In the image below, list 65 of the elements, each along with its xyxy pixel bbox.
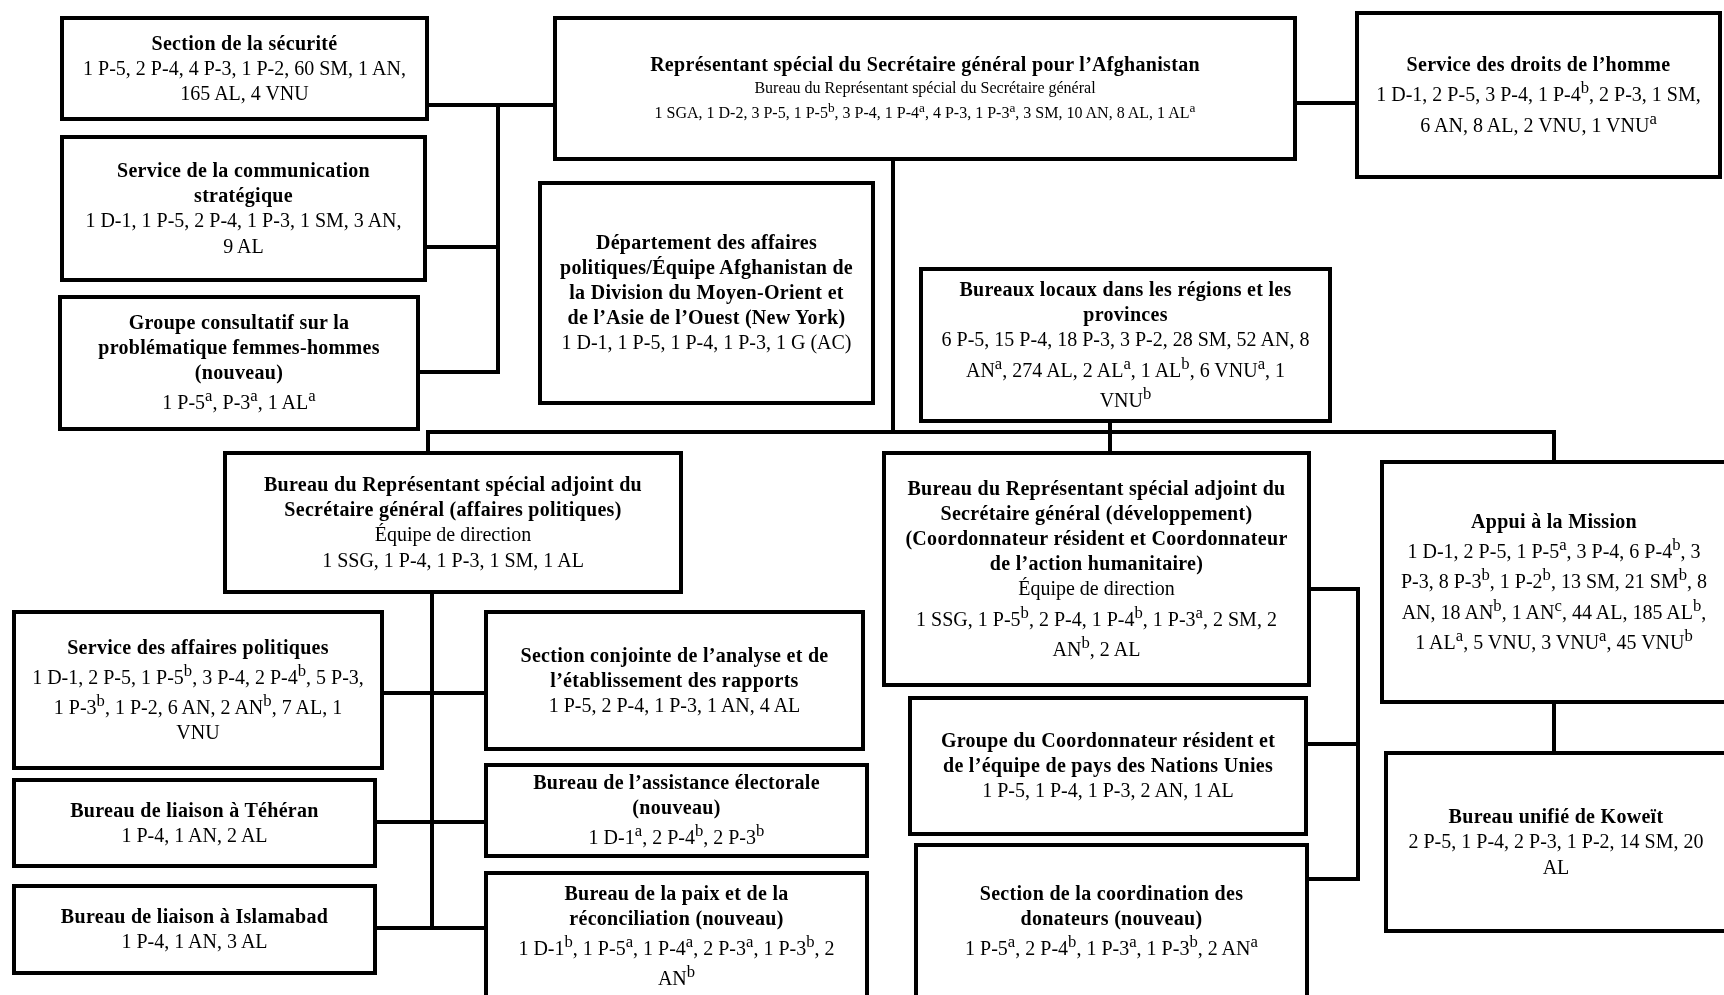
staff-list: 1 SSG, 1 P-5$^{b}$, 2 P-4, 1 P-4$^{b}$, 1 P-3$^{a}$, 2 SM, 2 AN$^{b}$, 2 AL [902, 601, 1291, 662]
unit-title: Bureaux locaux dans les régions et les provinces [958, 277, 1293, 328]
unit-title: Service des affaires politiques [67, 634, 329, 660]
org-unit-box [553, 16, 1297, 161]
connector-line [420, 103, 553, 374]
staff-list: 6 P-5, 15 P-4, 18 P-3, 3 P-2, 28 SM, 52 AN, 8 AN$^{a}$, 274 AL, 2 AL$^{a}$, 1 AL$^{b}$, 6 VNU$^{a}$, 1 VNU$^{b}$ [939, 327, 1312, 413]
staff-list: 1 D-1, 2 P-5, 1 P-5$^{a}$, 3 P-4, 6 P-4$^{b}$, 3 P-3, 8 P-3$^{b}$, 1 P-2$^{b}$, 13 SM, 21 SM$^{b}$, 8 AN, 18 AN$^{b}$, 1 AN$^{c}$, 44 AL, 185 AL$^{b}$, 1 AL$^{a}$, 5 VNU, 3 VNU$^{a}$, 45 VNU$^{b}$ [1400, 534, 1708, 655]
unit-title: Section conjointe de l’analyse et de l’établissement des rapports [519, 642, 830, 693]
org-unit-box [1355, 11, 1722, 179]
unit-title: Bureau du Représentant spécial adjoint du Secrétaire général (affaires politiques) [262, 472, 644, 523]
connector-line [430, 594, 484, 930]
staff-list: 1 SGA, 1 D-2, 3 P-5, 1 P-5$^{b}$, 3 P-4, 1 P-4$^{a}$, 4 P-3, 1 P-3$^{a}$, 3 SM, 10 AN, 8 AL, 1 AL$^{a}$ [654, 99, 1196, 126]
unit-title: Appui à la Mission [1471, 509, 1637, 535]
staff-list: 1 P-5, 2 P-4, 4 P-3, 1 P-2, 60 SM, 1 AN, 165 AL, 4 VNU [80, 55, 409, 107]
org-unit-box [223, 451, 683, 594]
office-subtitle: Bureau du Représentant spécial du Secrétaire général [754, 77, 1096, 99]
org-unit-box [919, 267, 1332, 423]
unit-title: Groupe du Coordonnateur résident et de l’équipe de pays des Nations Unies [939, 728, 1277, 779]
unit-title: Bureau de la paix et de la réconciliation (nouveau) [563, 880, 790, 931]
org-unit-box [12, 778, 377, 868]
staff-list: 1 D-1$^{a}$, 2 P-4$^{b}$, 2 P-3$^{b}$ [588, 820, 765, 851]
staff-list: 1 D-1$^{b}$, 1 P-5$^{a}$, 1 P-4$^{a}$, 2 P-3$^{a}$, 1 P-3$^{b}$, 2 AN$^{b}$ [504, 930, 849, 992]
staff-list: 1 P-5$^{a}$, 2 P-4$^{b}$, 1 P-3$^{a}$, 1 P-3$^{b}$, 2 AN$^{a}$ [965, 930, 1258, 961]
org-unit-box [58, 295, 420, 431]
staff-list: 1 D-1, 1 P-5, 1 P-4, 1 P-3, 1 G (AC) [561, 330, 852, 356]
connector-line [1297, 101, 1355, 105]
org-unit-box [908, 696, 1308, 836]
connector-line [1309, 587, 1360, 881]
org-unit-box [12, 610, 384, 770]
org-unit-box [12, 884, 377, 975]
staff-list: 1 D-1, 2 P-5, 3 P-4, 1 P-4$^{b}$, 2 P-3, 1 SM, 6 AN, 8 AL, 2 VNU, 1 VNU$^{a}$ [1375, 77, 1702, 138]
staff-list: 1 P-4, 1 AN, 3 AL [121, 929, 268, 955]
team-subtitle: Équipe de direction [1018, 576, 1175, 602]
unit-title: Bureau unifié de Koweït [1448, 804, 1664, 830]
unit-title: Bureau du Représentant spécial adjoint du Secrétaire général (développement) (Coordonnateur résident et Coordonnateur de l’action humanitaire) [904, 476, 1289, 577]
connector-line [1552, 704, 1556, 751]
staff-list: 1 P-4, 1 AN, 2 AL [121, 822, 268, 849]
org-unit-box [1380, 460, 1724, 704]
unit-title: Représentant spécial du Secrétaire général pour l’Afghanistan [650, 51, 1200, 77]
org-unit-box [914, 843, 1309, 995]
org-unit-box [1384, 751, 1724, 933]
unit-title: Bureau de liaison à Téhéran [70, 797, 319, 823]
staff-list: 2 P-5, 1 P-4, 2 P-3, 1 P-2, 14 SM, 20 AL [1404, 829, 1708, 880]
staff-list: 1 P-5$^{a}$, P-3$^{a}$, 1 AL$^{a}$ [162, 385, 316, 416]
staff-list: 1 P-5, 1 P-4, 1 P-3, 2 AN, 1 AL [982, 778, 1234, 804]
staff-list: 1 P-5, 2 P-4, 1 P-3, 1 AN, 4 AL [548, 692, 801, 719]
staff-list: 1 SSG, 1 P-4, 1 P-3, 1 SM, 1 AL [322, 547, 584, 573]
org-unit-box [882, 451, 1311, 687]
org-unit-box [538, 181, 875, 405]
org-unit-box [484, 610, 865, 751]
org-unit-box [60, 135, 427, 282]
org-unit-box [484, 871, 869, 995]
staff-list: 1 D-1, 1 P-5, 2 P-4, 1 P-3, 1 SM, 3 AN, 9 AL [80, 208, 407, 259]
unit-title: Bureau de liaison à Islamabad [60, 904, 329, 930]
org-unit-box [60, 16, 429, 121]
unit-title: Service des droits de l’homme [1406, 52, 1671, 78]
unit-title: Section de la sécurité [151, 30, 338, 56]
unit-title: Bureau de l’assistance électorale (nouveau) [532, 770, 821, 821]
unit-title: Section de la coordination des donateurs (nouveau) [978, 880, 1245, 931]
staff-list: 1 D-1, 2 P-5, 1 P-5$^{b}$, 3 P-4, 2 P-4$^{b}$, 5 P-3, 1 P-3$^{b}$, 1 P-2, 6 AN, 2 AN$^{b}$, 7 AL, 1 VNU [32, 659, 364, 746]
unit-title: Groupe consultatif sur la problématique femmes-hommes (nouveau) [97, 310, 381, 386]
org-unit-box [484, 763, 869, 858]
team-subtitle: Équipe de direction [374, 522, 532, 548]
unit-title: Département des affaires politiques/Équipe Afghanistan de la Division du Moyen-Orient et de l’Asie de l’Ouest (New York) [559, 230, 854, 331]
unit-title: Service de la communication stratégique [115, 158, 372, 209]
